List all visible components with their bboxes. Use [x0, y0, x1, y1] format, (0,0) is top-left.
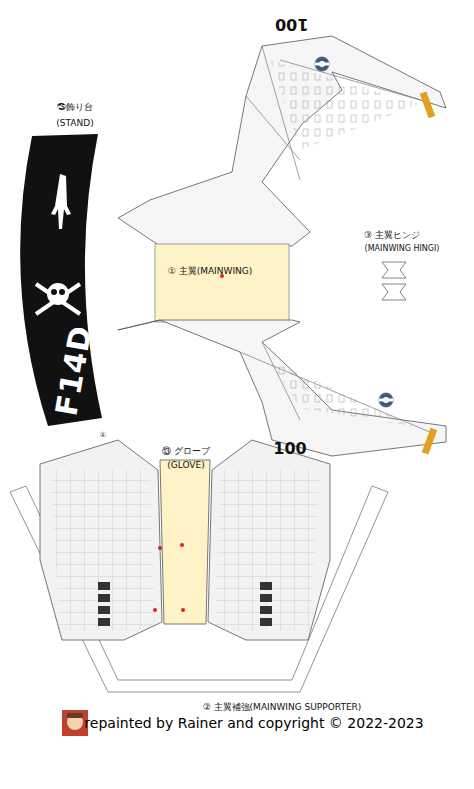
top-wing: [118, 36, 446, 246]
part-name: (MAINWING HINGI): [365, 245, 440, 254]
mainwing-center: [155, 244, 289, 322]
bottom-wing: [118, 320, 446, 456]
part-name: (STAND): [56, 119, 93, 129]
wing-number: 100: [273, 440, 306, 458]
glove: [40, 440, 330, 640]
avatar-icon: [62, 710, 88, 736]
part-name: ⑬ グローブ: [162, 447, 210, 457]
part-name: ㉕飾り台: [57, 103, 93, 113]
stand-band: F14D: [8, 134, 106, 430]
part-name: (GLOVE): [167, 461, 204, 471]
part-name: ② 主翼補強(MAINWING SUPPORTER): [203, 703, 362, 713]
wing-number: 100: [275, 15, 308, 33]
part-name: ① 主翼(MAINWING): [168, 267, 253, 277]
hinge-parts: [382, 262, 406, 300]
callout-number: ①: [100, 432, 106, 440]
credit-note: repainted by Rainer and copyright © 2022…: [84, 716, 423, 731]
part-name: ③ 主翼ヒンジ: [364, 231, 420, 241]
